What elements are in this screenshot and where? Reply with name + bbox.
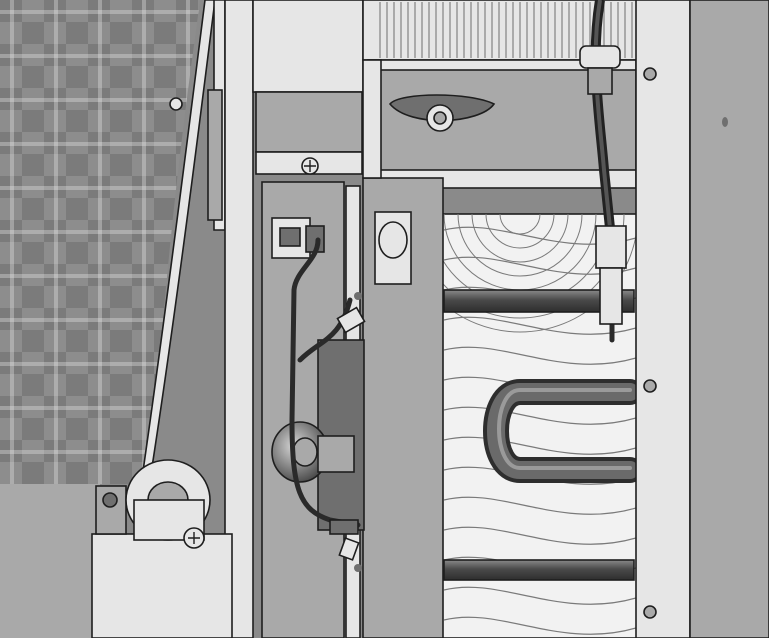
frame-screws bbox=[301, 157, 362, 572]
screw-icon bbox=[354, 564, 362, 572]
pulley-assembly bbox=[91, 459, 233, 638]
foam-grain-arc bbox=[471, 213, 569, 263]
foam-grain-arc bbox=[499, 213, 541, 235]
fabric-insulation bbox=[0, 0, 200, 638]
terminal-block bbox=[271, 217, 325, 259]
foam-grain-arc bbox=[485, 213, 555, 249]
foam-grain-line bbox=[443, 316, 637, 335]
foam-grain-line bbox=[443, 346, 637, 365]
screw-icon bbox=[354, 292, 362, 300]
refrigerant-pipes bbox=[443, 289, 643, 581]
screw-icon bbox=[643, 379, 657, 393]
foam-grain-line bbox=[443, 526, 637, 545]
foam-grain-line bbox=[443, 586, 637, 605]
foam-grain-arc bbox=[457, 213, 583, 277]
support-strap bbox=[141, 0, 226, 481]
screw-icon bbox=[643, 605, 657, 619]
motor-assembly bbox=[271, 339, 365, 531]
foam-grain-line bbox=[443, 496, 637, 515]
foam-grain-line bbox=[443, 436, 637, 455]
foam-grain-line bbox=[443, 406, 637, 425]
connector-icon bbox=[595, 225, 627, 269]
cable-connectors bbox=[329, 45, 627, 561]
right-frame bbox=[635, 0, 769, 638]
foam-grain-line bbox=[443, 616, 637, 635]
bolt-icon bbox=[102, 492, 118, 508]
connector-icon bbox=[579, 45, 621, 69]
screw-icon bbox=[643, 67, 657, 81]
